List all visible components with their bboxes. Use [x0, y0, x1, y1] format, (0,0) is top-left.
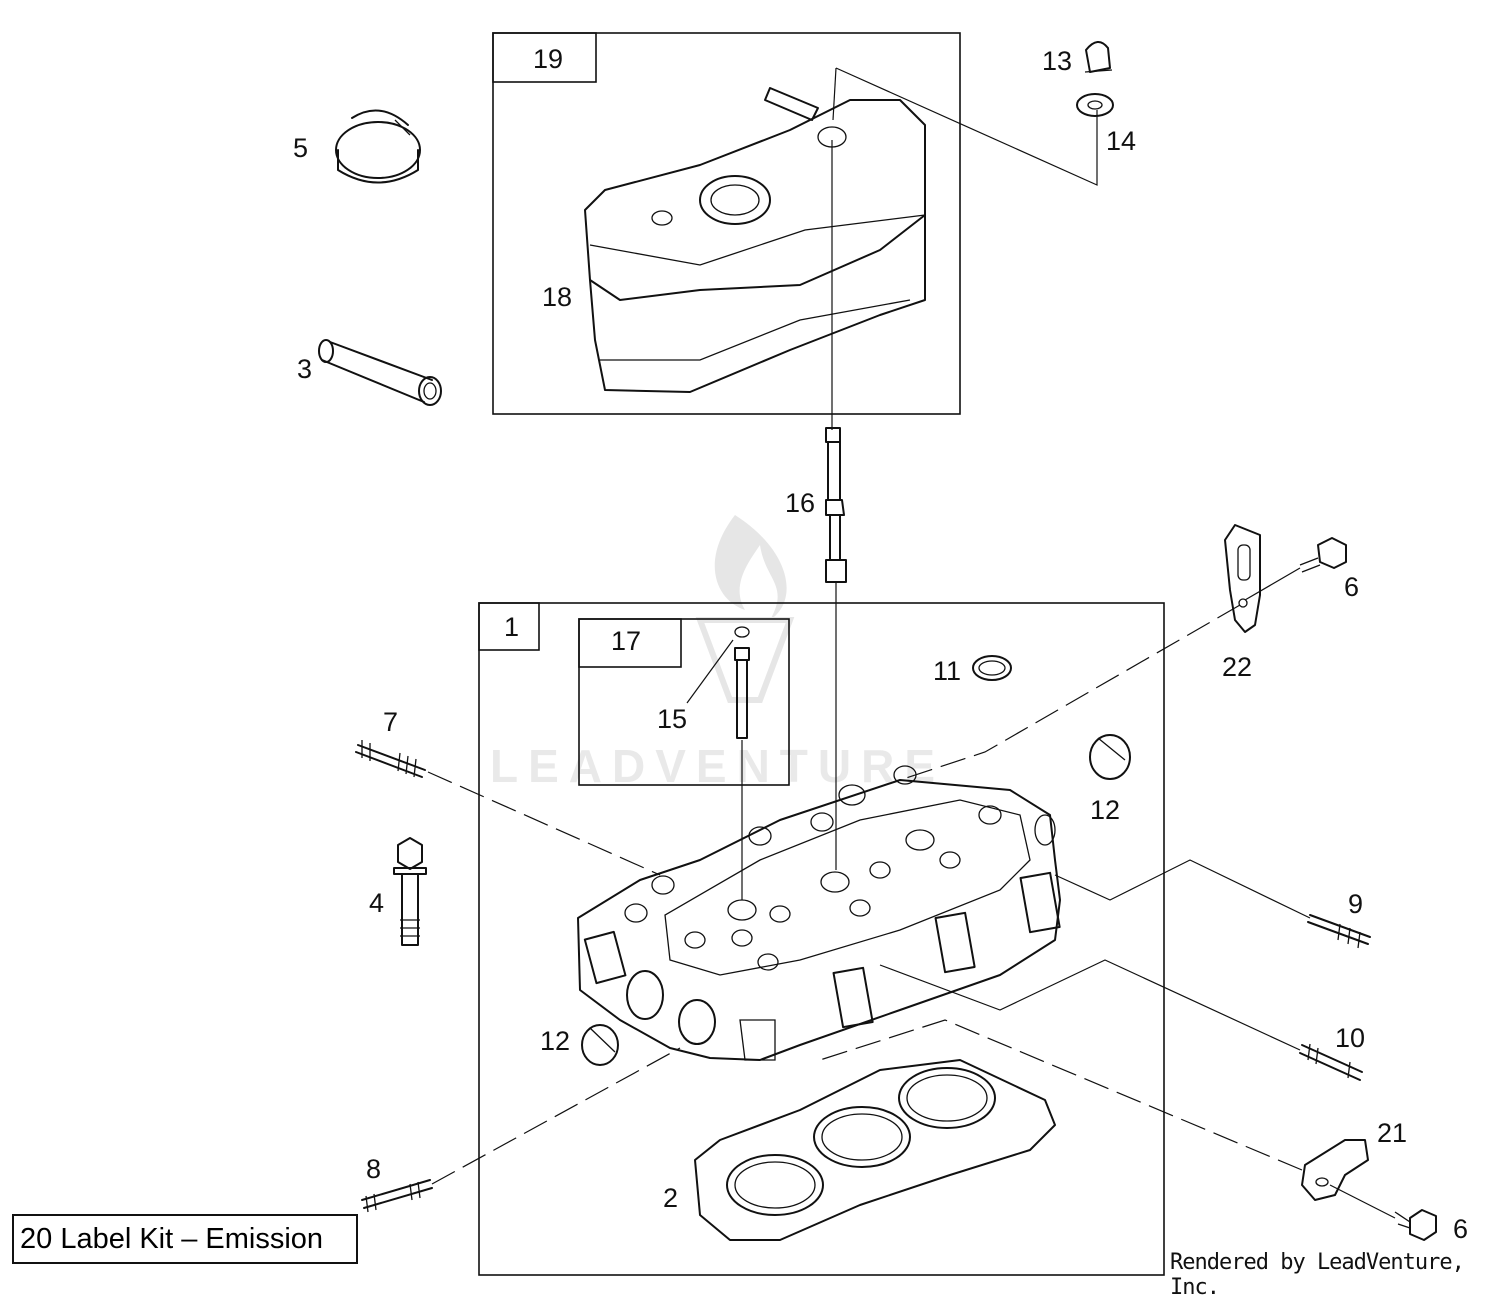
leader-22 — [899, 604, 1241, 781]
box-17-tag — [578, 618, 682, 668]
label-6-upper: 6 — [1344, 572, 1359, 602]
pipe-3[interactable] — [318, 339, 442, 406]
watermark: LEADVENTURE — [490, 515, 945, 792]
label-22: 22 — [1222, 652, 1252, 682]
label-18: 18 — [542, 282, 572, 312]
stud-10[interactable] — [1299, 1043, 1363, 1081]
label-15: 15 — [657, 704, 687, 734]
label-10: 10 — [1335, 1023, 1365, 1053]
plug-12-left[interactable] — [581, 1024, 619, 1066]
watermark-flame-icon — [714, 515, 787, 620]
label-12-right: 12 — [1090, 795, 1120, 825]
label-3: 3 — [297, 354, 312, 384]
lifting-bracket-22[interactable] — [1224, 524, 1261, 633]
label-7: 7 — [383, 707, 398, 737]
watermark-shield-icon — [695, 617, 795, 703]
oil-cap-5[interactable] — [335, 109, 421, 184]
box-19 — [492, 32, 961, 415]
label-11: 11 — [933, 656, 961, 686]
bolt-6-lower[interactable] — [1394, 1209, 1437, 1241]
valve-guide-15[interactable] — [734, 626, 750, 900]
dipstick-16[interactable] — [825, 140, 847, 870]
label-5: 5 — [293, 133, 308, 163]
label-19: 19 — [533, 44, 563, 74]
footer-credit: Rendered by LeadVenture, Inc. — [1170, 1250, 1465, 1300]
label-1: 1 — [504, 612, 519, 642]
leader-7 — [427, 771, 661, 876]
box-1-tag — [478, 602, 540, 651]
box-17 — [578, 618, 790, 786]
label-14: 14 — [1106, 126, 1136, 156]
label-12-left: 12 — [540, 1026, 570, 1056]
label-4: 4 — [369, 888, 384, 918]
cylinder-head[interactable] — [577, 765, 1061, 1061]
head-gasket-2[interactable] — [694, 1059, 1056, 1241]
label-6-lower: 6 — [1453, 1214, 1468, 1244]
bolt-4[interactable] — [393, 837, 427, 946]
plug-12-right[interactable] — [1089, 734, 1131, 780]
stud-7[interactable] — [355, 740, 426, 778]
bolt-6-upper[interactable] — [1299, 537, 1347, 573]
seal-ring-11[interactable] — [972, 655, 1012, 681]
leader-8 — [431, 1047, 681, 1185]
label-2: 2 — [663, 1183, 678, 1213]
label-16: 16 — [785, 488, 815, 518]
leader-21 — [819, 1019, 1303, 1171]
valve-cover[interactable] — [584, 87, 926, 393]
leader-9 — [1054, 859, 1311, 919]
leader-10 — [879, 959, 1301, 1051]
label-9: 9 — [1348, 889, 1363, 919]
nut-13[interactable] — [1084, 41, 1113, 73]
label-13: 13 — [1042, 46, 1072, 76]
label-21: 21 — [1377, 1118, 1407, 1148]
stud-9[interactable] — [1307, 914, 1371, 949]
box-19-tag — [492, 32, 597, 83]
watermark-text: LEADVENTURE — [490, 740, 945, 792]
stud-8[interactable] — [361, 1179, 433, 1213]
label-17: 17 — [611, 626, 641, 656]
label-8: 8 — [366, 1154, 381, 1184]
leader-13-14 — [835, 67, 1098, 186]
lifting-bracket-21[interactable] — [1301, 1139, 1369, 1201]
box-1 — [478, 602, 1165, 1276]
washer-14[interactable] — [1076, 93, 1114, 117]
leader-15 — [686, 639, 734, 704]
label-kit-box: 20 Label Kit – Emission — [12, 1214, 358, 1264]
